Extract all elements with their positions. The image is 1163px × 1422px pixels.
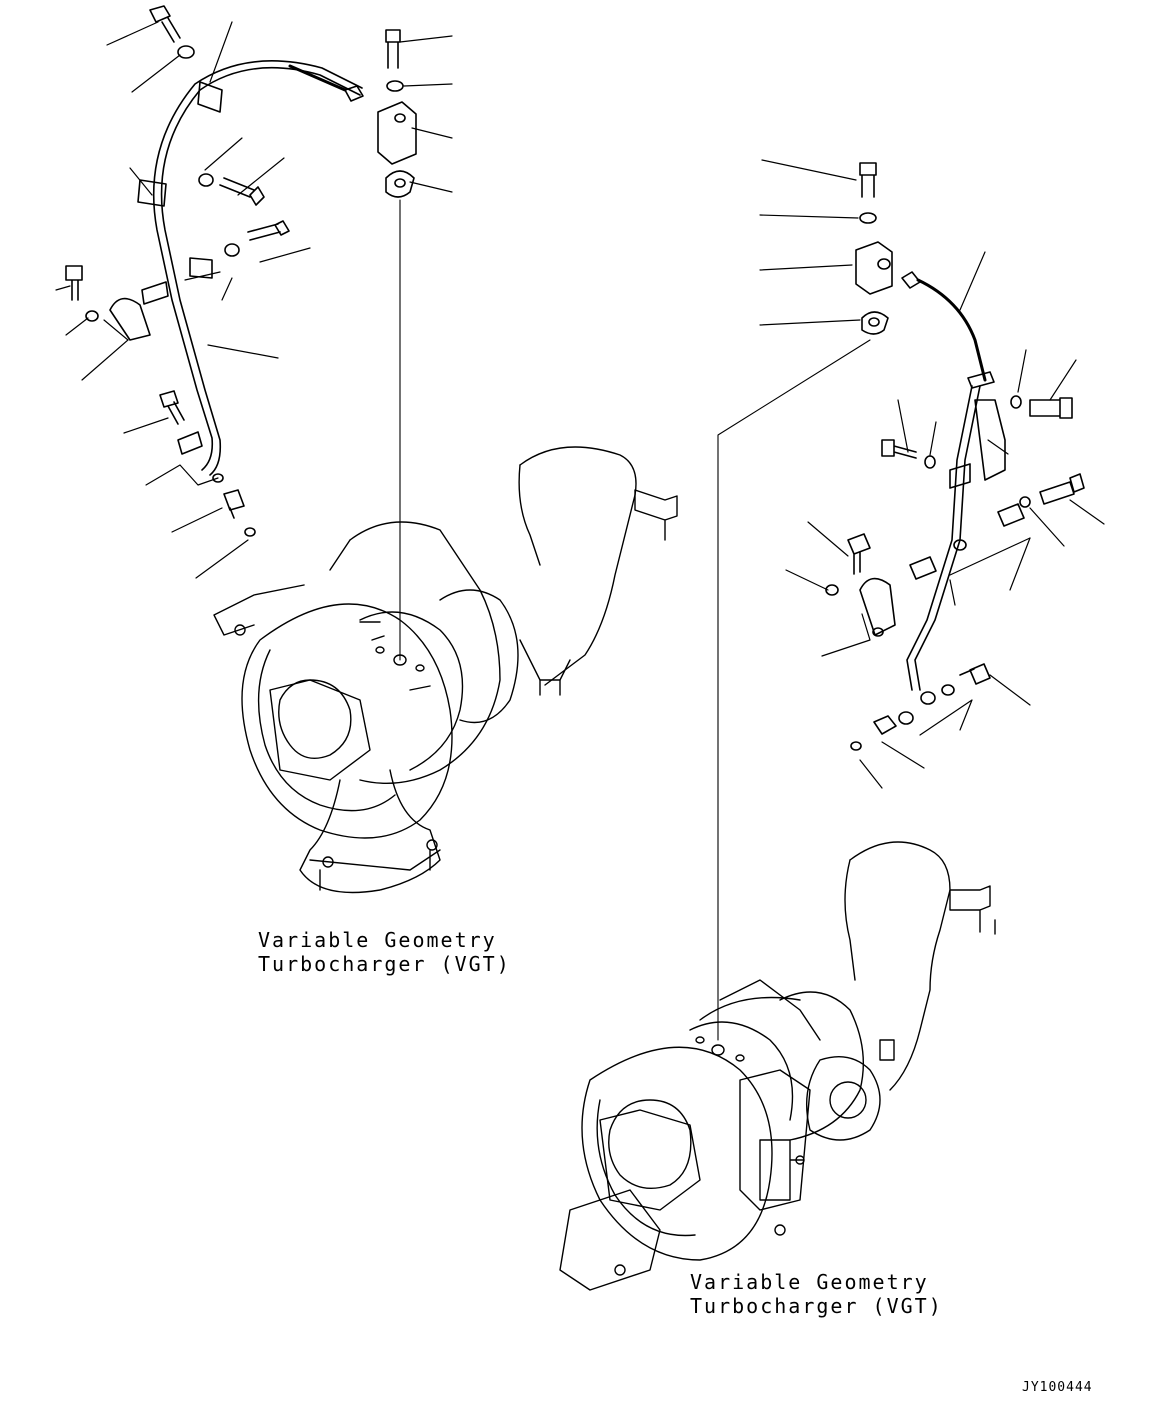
leader-lines-right xyxy=(759,159,1105,789)
drawing-code: JY100444 xyxy=(1022,1380,1093,1395)
left-oil-line-assembly xyxy=(65,5,417,661)
right-oil-line-assembly xyxy=(717,162,1085,1041)
leader-lines-left xyxy=(55,21,453,579)
bolt-icon xyxy=(149,5,181,43)
left-turbo-caption: Variable Geometry Turbocharger (VGT) xyxy=(258,928,511,976)
left-caption-line2: Turbocharger (VGT) xyxy=(258,952,511,976)
right-caption-line2: Turbocharger (VGT) xyxy=(690,1294,943,1318)
right-turbocharger xyxy=(559,841,996,1291)
right-caption-line1: Variable Geometry xyxy=(690,1270,929,1294)
left-turbocharger xyxy=(213,446,678,894)
left-caption-line1: Variable Geometry xyxy=(258,928,497,952)
right-turbo-caption: Variable Geometry Turbocharger (VGT) xyxy=(690,1270,943,1318)
